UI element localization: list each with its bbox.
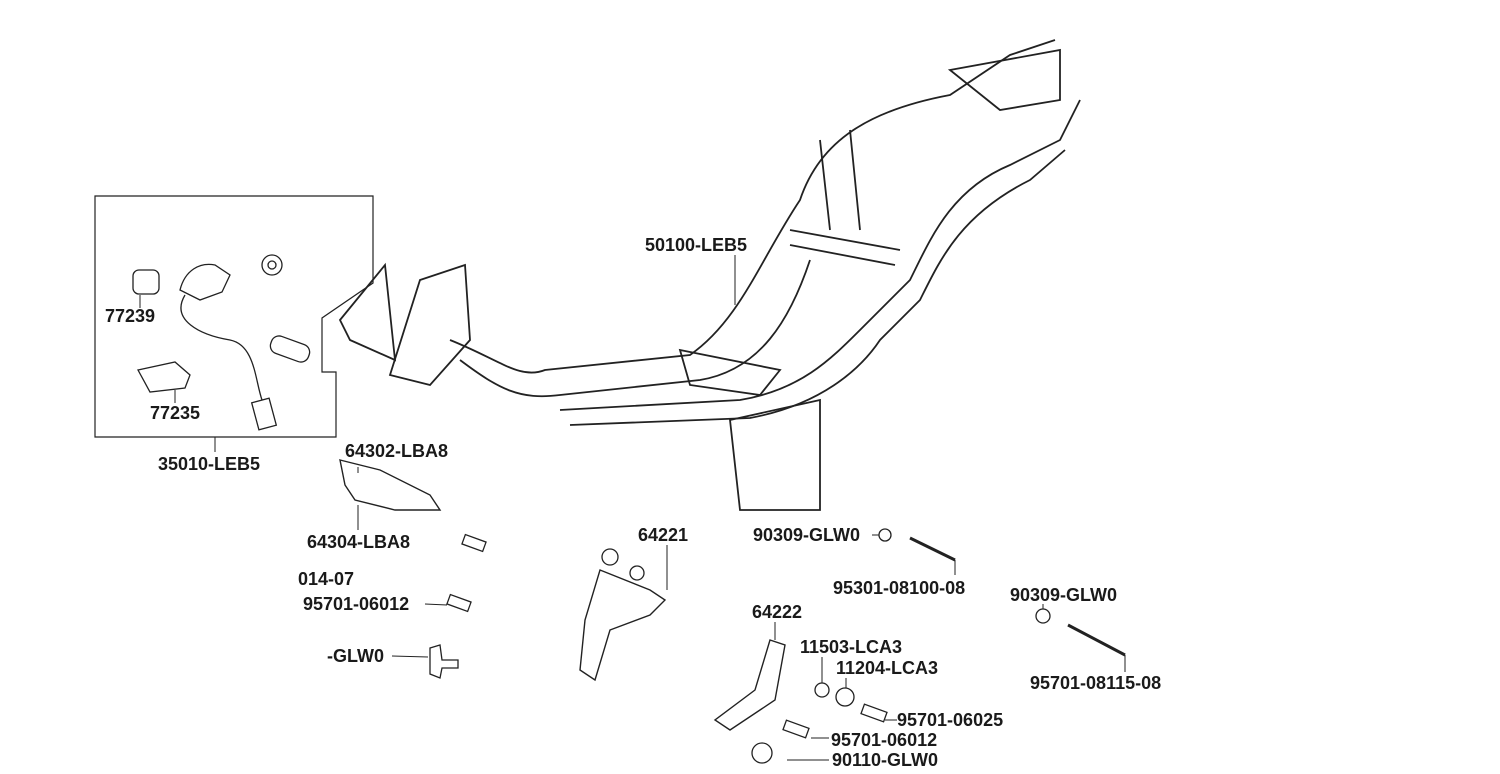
- key-switch: [132, 254, 311, 431]
- part-label-95301: 95301-08100-08: [833, 578, 966, 598]
- part-label-64221: 64221: [638, 525, 689, 545]
- main-frame: [338, 39, 1081, 511]
- part-label-64222: 64222: [752, 602, 803, 622]
- part-label-11204: 11204-LCA3: [836, 658, 939, 678]
- part-label-glw0: -GLW0: [327, 646, 384, 666]
- part-label-95701-06012-a: 95701-06012: [303, 594, 410, 614]
- brackets: [339, 459, 786, 731]
- part-label-11503: 11503-LCA3: [800, 637, 903, 657]
- part-label-77235: 77235: [150, 403, 201, 423]
- part-label-64304: 64304-LBA8: [307, 532, 411, 552]
- leader-lines: [391, 534, 1126, 761]
- kit-label: 35010-LEB5: [158, 454, 261, 474]
- fasteners: [429, 528, 1126, 764]
- part-label-50100: 50100-LEB5: [645, 235, 748, 255]
- part-label-95701-06012-b: 95701-06012: [831, 730, 938, 750]
- part-label-95701-06025: 95701-06025: [897, 710, 1004, 730]
- part-label-90309-b: 90309-GLW0: [1010, 585, 1118, 605]
- part-label-95701-08115: 95701-08115-08: [1030, 673, 1162, 693]
- part-label-64302: 64302-LBA8: [345, 441, 449, 461]
- part-label-90309-a: 90309-GLW0: [753, 525, 861, 545]
- part-label-77239: 77239: [105, 306, 156, 326]
- part-label-90110: 90110-GLW0: [832, 750, 939, 770]
- part-label-014-07: 014-07: [298, 569, 355, 589]
- kit-box: [94, 195, 374, 438]
